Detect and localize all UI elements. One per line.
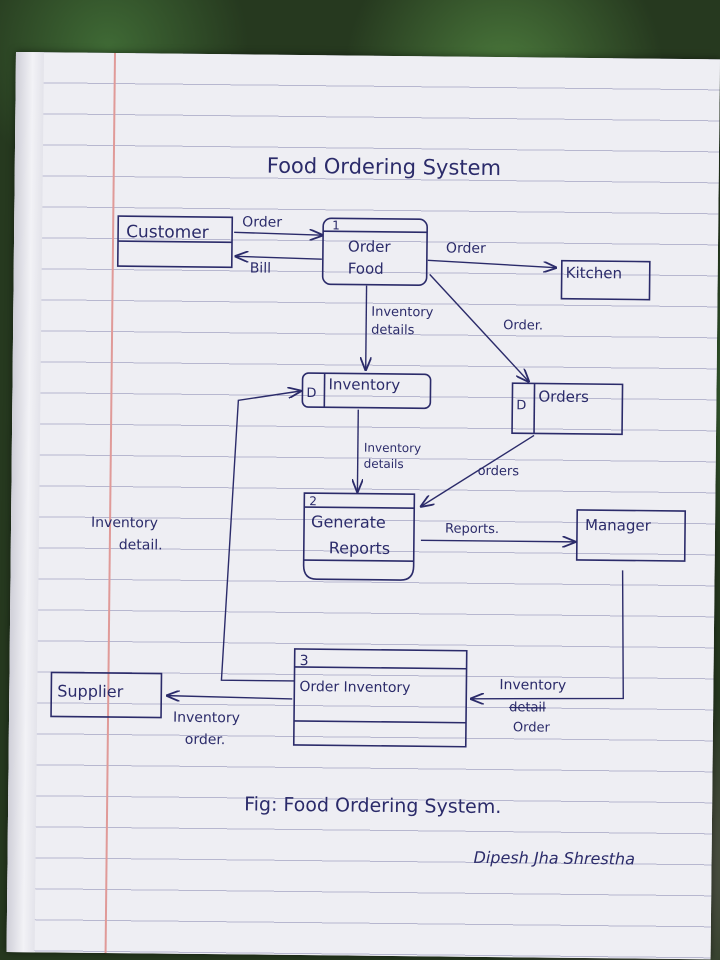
flow-orders-store-label: Order.	[503, 318, 543, 333]
flow-inventory-details-2-line2: details	[364, 457, 404, 471]
flow-inventory-details-2-line1: Inventory	[364, 441, 421, 456]
process-3-line1: Order Inventory	[299, 679, 410, 696]
notebook-page: Food Ordering System Customer 1 Order Fo…	[6, 52, 720, 960]
flow-manager-inventory-arrow	[471, 570, 624, 701]
flow-inventory-details-1-arrow	[366, 285, 367, 370]
dfd-diagram: Food Ordering System Customer 1 Order Fo…	[50, 154, 687, 869]
process-order-inventory: 3 Order Inventory	[292, 648, 468, 748]
flow-inventory-details-1-line2: details	[371, 323, 415, 338]
flow-bill-label: Bill	[250, 260, 271, 276]
flow-customer-order-arrow	[234, 232, 322, 235]
data-store-inventory: D Inventory	[301, 372, 432, 410]
flow-reports-arrow	[420, 540, 575, 542]
process-2-number: 2	[309, 494, 317, 508]
flow-orders-arrow	[421, 434, 535, 507]
entity-supplier: Supplier	[50, 671, 163, 719]
store-orders-label: Orders	[538, 387, 589, 406]
flow-bill-arrow	[236, 256, 322, 259]
flow-inventory-order-supplier-line2: order.	[185, 732, 226, 748]
process-generate-reports: 2 Generate Reports	[302, 492, 416, 581]
entity-kitchen-label: Kitchen	[566, 264, 623, 283]
flow-inventory-details-left-arrow	[220, 390, 300, 682]
flow-customer-order-label: Order	[242, 214, 282, 230]
flow-inventory-details-2-arrow	[357, 409, 358, 492]
flow-inventory-details-left-line1: Inventory	[91, 515, 158, 532]
entity-kitchen: Kitchen	[560, 259, 651, 301]
process-1-line1: Order	[348, 237, 392, 255]
entity-customer: Customer	[116, 215, 234, 269]
flow-inventory-details-left-line2: detail.	[119, 537, 163, 553]
flow-manager-inventory-struck: detail	[509, 700, 546, 715]
entity-customer-label: Customer	[126, 222, 209, 243]
entity-supplier-label: Supplier	[57, 681, 124, 701]
entity-manager-label: Manager	[585, 516, 652, 535]
flow-kitchen-order-arrow	[427, 259, 556, 267]
flow-inventory-order-supplier-arrow	[167, 696, 293, 699]
entity-manager: Manager	[575, 509, 687, 562]
store-inventory-label: Inventory	[328, 375, 400, 394]
flow-reports-label: Reports.	[445, 522, 499, 538]
process-order-food: 1 Order Food	[321, 217, 428, 287]
flow-kitchen-order-label: Order	[446, 241, 486, 257]
process-2-line2: Reports	[329, 538, 391, 558]
flow-orders-store-arrow	[429, 273, 530, 381]
process-1-number: 1	[332, 218, 340, 232]
figure-caption: Fig: Food Ordering System.	[244, 793, 501, 818]
process-3-number: 3	[300, 653, 309, 669]
flow-manager-inventory-line1: Inventory	[499, 677, 566, 694]
process-1-line2: Food	[348, 259, 384, 277]
flow-inventory-details-1-line1: Inventory	[371, 305, 434, 321]
process-2-line1: Generate	[311, 512, 386, 532]
flow-inventory-order-supplier-line1: Inventory	[173, 710, 240, 727]
store-inventory-id: D	[306, 386, 316, 401]
store-orders-id: D	[516, 398, 526, 413]
author-signature: Dipesh Jha Shrestha	[473, 848, 635, 869]
data-store-orders: D Orders	[511, 382, 624, 436]
flow-orders-label: orders	[478, 464, 520, 479]
flow-manager-inventory-line3: Order	[513, 720, 551, 735]
diagram-title: Food Ordering System	[267, 154, 501, 180]
